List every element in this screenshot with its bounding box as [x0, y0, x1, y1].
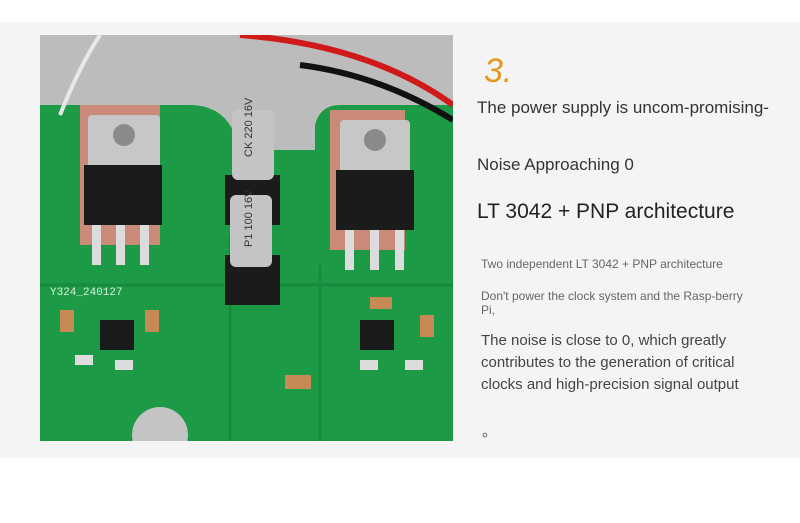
- trailing-mark: 。: [482, 423, 498, 440]
- pcb-silk-label: Y324_240127: [50, 287, 123, 299]
- pcb-photo: CK 220 16V P1 100 16V Y324_240127: [40, 35, 453, 441]
- cap-2-label: P1 100 16V: [243, 189, 255, 247]
- detail-1: Two independent LT 3042 + PNP architectu…: [481, 257, 723, 271]
- pcb-illustration: CK 220 16V P1 100 16V Y324_240127: [40, 35, 453, 441]
- subheading: Noise Approaching 0: [477, 155, 634, 174]
- section-number: 3.: [484, 52, 513, 90]
- body-text: The noise is close to 0, which greatly c…: [481, 332, 739, 393]
- heading: The power supply is uncom-promising-: [477, 98, 769, 117]
- title: LT 3042 + PNP architecture: [477, 200, 735, 223]
- cap-1-label: CK 220 16V: [243, 97, 255, 157]
- detail-2: Don't power the clock system and the Ras…: [481, 289, 743, 317]
